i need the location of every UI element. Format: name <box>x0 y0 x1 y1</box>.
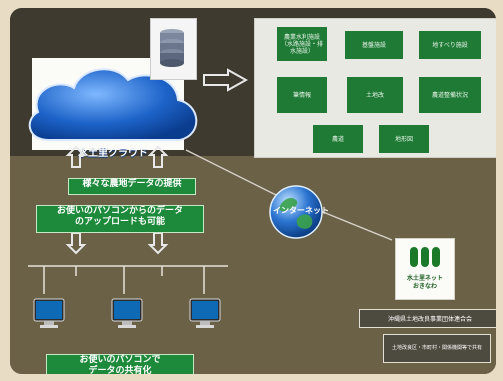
transfer-arrows <box>65 145 169 255</box>
tile-base[interactable]: 基盤施設 <box>345 31 403 59</box>
portal-screen: 農業水利施設（水路施設・排水施設） 基盤施設 地すべり施設 筆情報 土地改 農道… <box>254 18 496 158</box>
upload-label: お使いのパソコンからのデータ のアップロードも可能 <box>36 205 204 233</box>
tile-landslide[interactable]: 地すべり施設 <box>419 31 481 59</box>
tile-land[interactable]: 土地改 <box>347 77 403 113</box>
logo-card: 水土里ネット おきなわ <box>395 238 455 300</box>
tile-facilities[interactable]: 農業水利施設（水路施設・排水施設） <box>277 27 327 61</box>
sharing-label: お使いのパソコンで データの共有化 <box>46 354 194 374</box>
cloud-icon <box>28 68 198 141</box>
internet-label: インターネット <box>273 206 329 215</box>
tile-topo-map[interactable]: 地形図 <box>379 125 429 153</box>
server-card <box>150 18 197 80</box>
cloud-card: 水土里クラウド <box>28 58 198 159</box>
database-server-icon <box>160 29 184 67</box>
logo-icon <box>410 247 440 267</box>
organization-share-box: 土地改良区・市町村・関係機関等で共有 <box>383 334 491 363</box>
globe-icon <box>269 185 323 239</box>
background-panel: 水土里クラウド 農業水利施設（水路施設・排水施設） 基盤施設 地すべり施設 筆情… <box>10 8 496 374</box>
pc-icon-1 <box>33 298 65 328</box>
logo-text: 水土里ネット おきなわ <box>406 275 443 290</box>
cloud-label: 水土里クラウド <box>78 148 148 159</box>
data-provision-label: 様々な農地データの提供 <box>68 178 196 195</box>
pc-network-tree <box>28 265 228 294</box>
right-arrow-icon <box>203 68 248 92</box>
tile-road[interactable]: 農道整備状況 <box>419 77 481 113</box>
pc-icon-2 <box>111 298 143 328</box>
organization-name-box: 沖縄県土地改良事業団体連合会 <box>359 309 496 328</box>
tile-parcel[interactable]: 筆情報 <box>277 77 327 113</box>
pc-icon-3 <box>189 298 221 328</box>
tile-farm-road[interactable]: 農道 <box>313 125 363 153</box>
